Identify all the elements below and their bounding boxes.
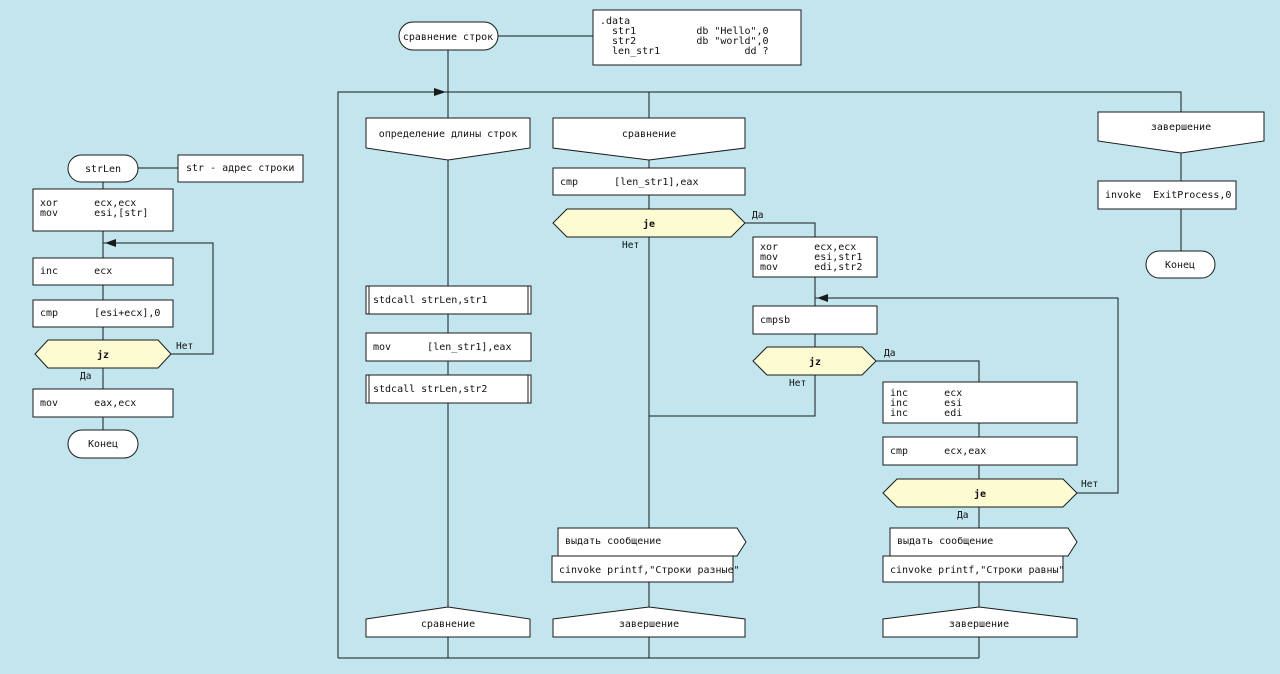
call-strlen-str1-block [365,285,532,315]
strlen-mov-label: mov eax,ecx [40,398,136,409]
inc-regs-block [882,381,1078,424]
init-regs-block [752,236,878,278]
exit-process-label: invoke ExitProcess,0 [1105,190,1231,201]
strlen-start-terminal [67,154,139,183]
strlen-procedure: strLen str - адрес строки xor ecx,ecx mo… [32,154,304,459]
strlen-init-line-2: mov esi,[str] [40,208,148,219]
branch-length-header-label: определение длины строк [379,129,517,140]
branch-compare-header [552,117,746,161]
je-end-no-label: Нет [1081,479,1098,490]
branch-compare-header-label: сравнение [622,129,676,140]
je-length-no-label: Нет [622,240,639,251]
jz-cmpsb-yes-label: Да [884,348,895,359]
data-line-1: .data [600,16,630,27]
branch-length-footer [365,606,531,638]
cmp-len-label: cmp [len_str1],eax [560,177,698,188]
main-title-label: сравнение строк [403,32,493,43]
strlen-mov-block [32,388,174,418]
cmp-ecx-block [882,436,1078,466]
jz-cmpsb-no-label: Нет [789,378,806,389]
je-end-yes-label: Да [957,510,968,521]
jz-cmpsb-condition [752,346,877,376]
strlen-cmp-label: cmp [esi+ecx],0 [40,308,160,319]
inc-regs-line-1: inc ecx [890,388,962,399]
branch-length-header [365,117,531,161]
strlen-comment-box [177,154,304,183]
branch-finish: завершение invoke ExitProcess,0 Конец [1097,111,1265,279]
strlen-end-terminal [67,429,139,459]
strlen-end-label: Конец [88,439,118,450]
output-equal-call-label: cinvoke printf,"Строки равны" [890,565,1065,576]
strlen-jz-label: jz [97,349,109,361]
inc-regs-line-2: inc esi [890,398,962,409]
jz-cmpsb-label: jz [809,356,821,368]
main-procedure: сравнение строк .data str1 db "Hello",0 … [337,9,1182,659]
output-diff-call-block [551,555,734,583]
je-length-condition [552,208,746,238]
branch-length-footer-label: сравнение [421,619,475,630]
init-regs-line-2: mov esi,str1 [760,252,862,263]
je-length-label: je [643,218,655,230]
branch-finish-header-label: завершение [1151,122,1211,133]
output-diff-title-block [557,527,747,557]
cmp-ecx-label: cmp ecx,eax [890,446,986,457]
branch-compare: сравнение cmp [len_str1],eax je Да Нет x… [551,117,1119,658]
output-equal-title-block [889,527,1078,557]
branch-compare-footer-left [552,606,746,638]
cmpsb-label: cmpsb [760,315,790,326]
init-regs-line-3: mov edi,str2 [760,262,862,273]
branch-length: определение длины строк stdcall strLen,s… [365,117,532,658]
call-strlen-str2-block [365,374,532,404]
strlen-init-block [32,188,174,232]
output-diff-title-label: выдать сообщение [565,535,661,547]
call-strlen-str1-label: stdcall strLen,str1 [373,295,487,306]
strlen-inc-label: inc ecx [40,266,112,277]
data-line-2: str1 db "Hello",0 [600,26,769,37]
cmp-len-block [552,167,746,196]
je-end-label: je [974,488,986,500]
je-end-condition [882,478,1078,508]
data-section-box [592,9,802,66]
strlen-inc-block [32,257,174,286]
output-diff-call-label: cinvoke printf,"Строки разные" [559,565,740,576]
mov-len-label: mov [len_str1],eax [373,342,511,353]
strlen-no-label: Нет [176,341,193,352]
branch-finish-header [1097,111,1265,154]
je-length-yes-label: Да [752,210,763,221]
branch-compare-footer-right-label: завершение [949,619,1009,630]
main-end-label: Конец [1165,260,1195,271]
main-end-terminal [1145,250,1216,279]
output-equal-call-block [882,555,1064,583]
exit-process-block [1097,180,1237,210]
strlen-init-line-1: xor ecx,ecx [40,198,136,209]
call-strlen-str2-label: stdcall strLen,str2 [373,384,487,395]
strlen-jz-condition [34,339,172,369]
strlen-start-label: strLen [85,164,121,175]
data-line-4: len_str1 dd ? [600,46,769,57]
inc-regs-line-3: inc edi [890,408,962,419]
main-start-terminal [398,21,499,51]
cmpsb-block [752,305,878,335]
strlen-cmp-block [32,299,174,328]
branch-compare-footer-right [882,606,1078,638]
branch-compare-footer-left-label: завершение [619,619,679,630]
data-line-3: str2 db "world",0 [600,36,769,47]
strlen-yes-label: Да [80,371,91,382]
strlen-comment-label: str - адрес строки [186,163,294,174]
init-regs-line-1: xor ecx,ecx [760,242,856,253]
output-equal-title-label: выдать сообщение [897,535,993,547]
mov-len-block [365,332,532,362]
